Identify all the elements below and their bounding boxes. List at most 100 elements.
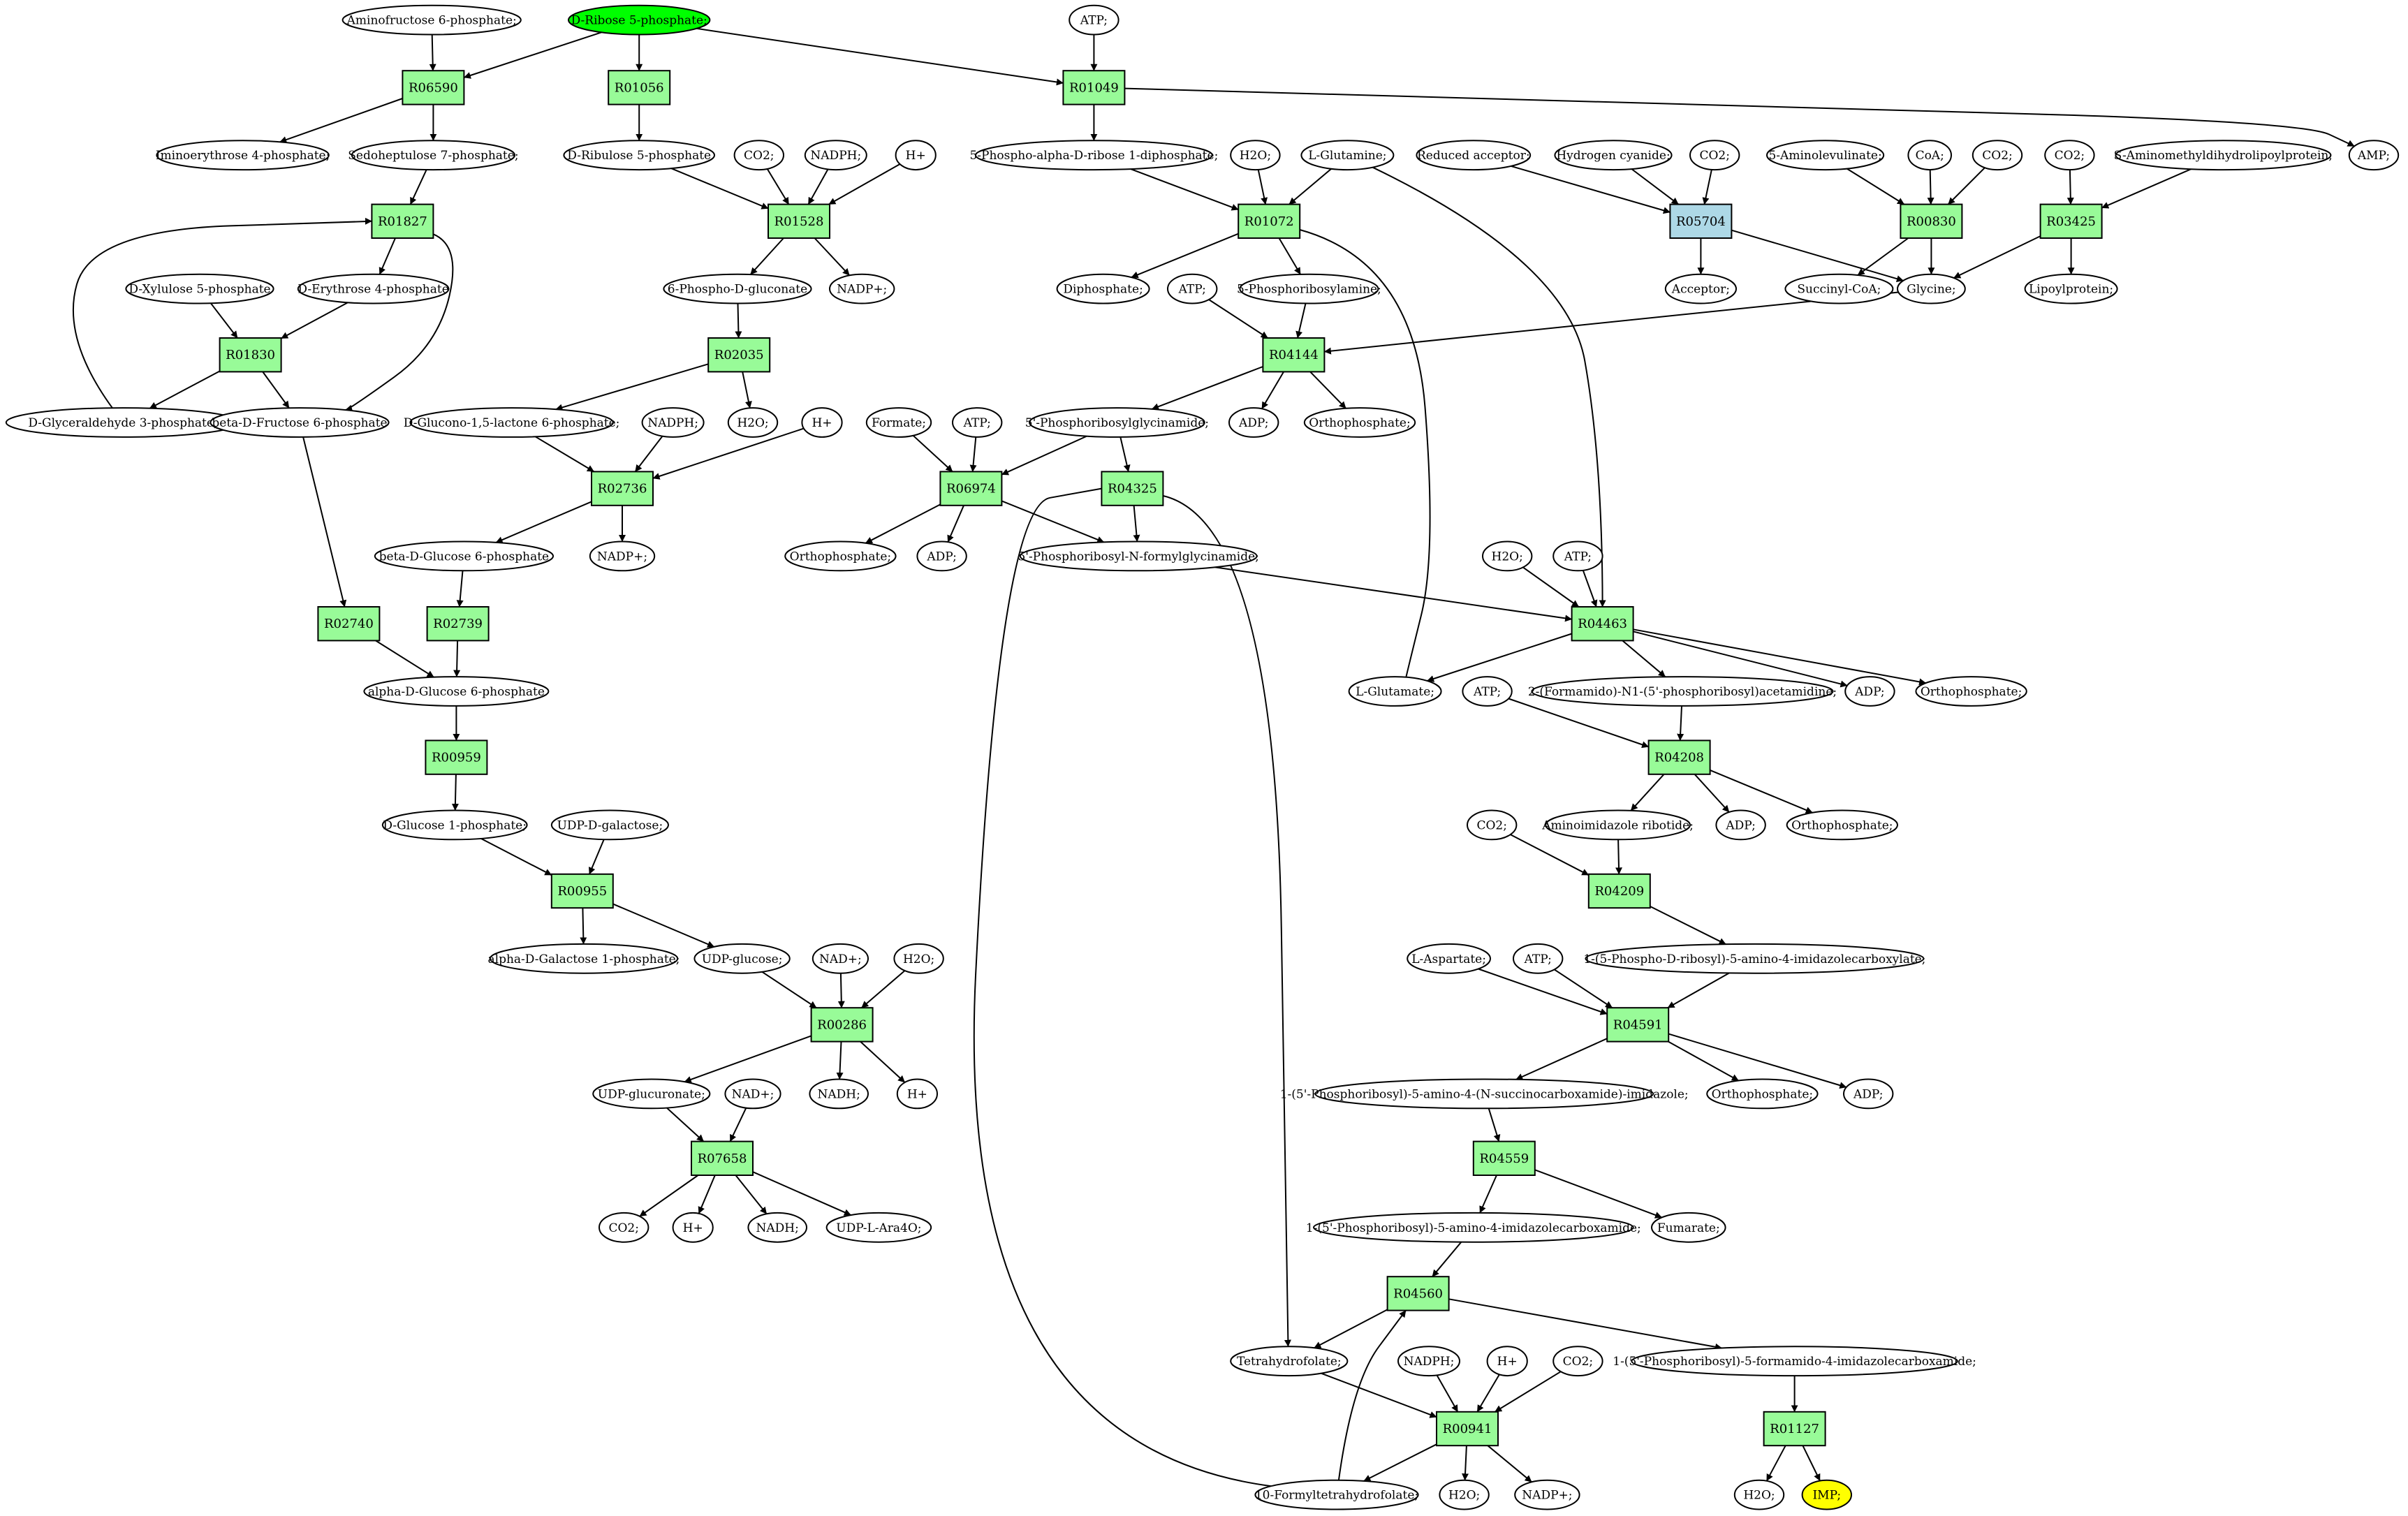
compound-node-imp[interactable]: IMP; <box>1801 1479 1853 1510</box>
compound-node-redacceptor[interactable]: Reduced acceptor; <box>1416 140 1532 171</box>
compound-node-udpgal[interactable]: UDP-D-galactose; <box>550 809 670 841</box>
compound-node-g1p[interactable]: D-Glucose 1-phosphate; <box>381 809 528 841</box>
reaction-node-r00830[interactable]: R00830 <box>1900 203 1963 240</box>
compound-node-hplus_e[interactable]: H+ <box>1486 1346 1528 1377</box>
reaction-node-r00955[interactable]: R00955 <box>550 873 614 909</box>
compound-node-nadh_b[interactable]: NADH; <box>747 1212 807 1243</box>
compound-node-hplus_a[interactable]: H+ <box>895 140 937 171</box>
compound-node-h2o_e[interactable]: H2O; <box>1439 1479 1490 1510</box>
compound-node-co2_g[interactable]: CO2; <box>1552 1346 1603 1377</box>
compound-node-nadph_b[interactable]: NADPH; <box>641 407 705 438</box>
compound-node-acceptor[interactable]: Acceptor; <box>1664 273 1737 304</box>
compound-node-lipoylprotein[interactable]: Lipoylprotein; <box>2024 273 2118 304</box>
compound-node-co2_d[interactable]: CO2; <box>2044 140 2095 171</box>
compound-node-nad_a[interactable]: NAD+; <box>812 943 869 974</box>
reaction-node-r04208[interactable]: R04208 <box>1647 739 1711 775</box>
compound-node-coa[interactable]: CoA; <box>1907 140 1952 171</box>
compound-node-adp_d[interactable]: ADP; <box>1715 809 1766 841</box>
compound-node-atp1[interactable]: ATP; <box>1069 4 1119 36</box>
reaction-node-r04325[interactable]: R04325 <box>1101 471 1164 506</box>
compound-node-glutamate[interactable]: L-Glutamate; <box>1348 676 1442 707</box>
compound-node-thf[interactable]: Tetrahydrofolate; <box>1230 1346 1349 1377</box>
compound-node-pi_e[interactable]: Orthophosphate; <box>1706 1078 1819 1110</box>
compound-node-udpara4o[interactable]: UDP-L-Ara4O; <box>825 1212 932 1243</box>
compound-node-atp3[interactable]: ATP; <box>952 407 1003 438</box>
reaction-node-r02035[interactable]: R02035 <box>707 337 771 373</box>
compound-node-adp_e[interactable]: ADP; <box>1843 1078 1894 1110</box>
compound-node-air[interactable]: Aminoimidazole ribotide; <box>1541 809 1694 841</box>
compound-node-xylulose5p[interactable]: D-Xylulose 5-phosphate <box>125 273 274 304</box>
reaction-node-r00286[interactable]: R00286 <box>810 1007 874 1043</box>
compound-node-prpp[interactable]: 5-Phospho-alpha-D-ribose 1-diphosphate; <box>969 140 1218 171</box>
compound-node-fgar[interactable]: 5'-Phosphoribosyl-N-formylglycinamide; <box>1018 540 1259 572</box>
compound-node-pi_b[interactable]: Orthophosphate; <box>784 540 897 572</box>
compound-node-fgam[interactable]: 2-(Formamido)-N1-(5'-phosphoribosyl)acet… <box>1528 676 1837 707</box>
compound-node-6pg[interactable]: 6-Phospho-D-gluconate <box>663 273 812 304</box>
compound-node-aspartate[interactable]: L-Aspartate; <box>1407 943 1492 974</box>
compound-node-ag6p[interactable]: alpha-D-Glucose 6-phosphate <box>363 676 550 707</box>
reaction-node-r04591[interactable]: R04591 <box>1606 1007 1670 1043</box>
compound-node-smdlp[interactable]: S-Aminomethyldihydrolipoylprotein; <box>2114 140 2333 171</box>
compound-node-h2o_f[interactable]: H2O; <box>1733 1479 1785 1510</box>
reaction-node-r06590[interactable]: R06590 <box>402 70 465 105</box>
compound-node-pra[interactable]: 5-Phosphoribosylamine; <box>1237 273 1381 304</box>
compound-node-udpglcua[interactable]: UDP-glucuronate; <box>592 1078 711 1110</box>
compound-node-nadp_a[interactable]: NADP+; <box>829 273 895 304</box>
compound-node-g3p[interactable]: D-Glyceraldehyde 3-phosphate; <box>5 407 241 438</box>
compound-node-formate[interactable]: Formate; <box>865 407 932 438</box>
reaction-node-r06974[interactable]: R06974 <box>939 471 1003 506</box>
reaction-node-r00941[interactable]: R00941 <box>1436 1411 1499 1447</box>
compound-node-h2o_c[interactable]: H2O; <box>1482 540 1533 572</box>
compound-node-h2o_d[interactable]: H2O; <box>893 943 944 974</box>
compound-node-atp2[interactable]: ATP; <box>1167 273 1218 304</box>
reaction-node-r01830[interactable]: R01830 <box>219 337 282 373</box>
compound-node-ribulose5p[interactable]: D-Ribulose 5-phosphate <box>563 140 716 171</box>
compound-node-h2o_b[interactable]: H2O; <box>727 407 779 438</box>
compound-node-hplus_b[interactable]: H+ <box>801 407 843 438</box>
compound-node-succoa[interactable]: Succinyl-CoA; <box>1784 273 1894 304</box>
reaction-node-r02736[interactable]: R02736 <box>591 471 654 506</box>
compound-node-aicar[interactable]: 1-(5'-Phosphoribosyl)-5-amino-4-imidazol… <box>1306 1212 1641 1243</box>
compound-node-co2_a[interactable]: CO2; <box>733 140 785 171</box>
compound-node-udpglc[interactable]: UDP-glucose; <box>693 943 791 974</box>
compound-node-diphosphate[interactable]: Diphosphate; <box>1056 273 1150 304</box>
compound-node-amp[interactable]: AMP; <box>2348 140 2400 171</box>
reaction-node-r05704[interactable]: R05704 <box>1669 203 1733 240</box>
reaction-node-r04560[interactable]: R04560 <box>1386 1276 1450 1311</box>
compound-node-h2o_a[interactable]: H2O; <box>1230 140 1281 171</box>
reaction-node-r02739[interactable]: R02739 <box>426 606 490 642</box>
compound-node-cair[interactable]: 1-(5-Phospho-D-ribosyl)-5-amino-4-imidaz… <box>1583 943 1925 974</box>
compound-node-pi_a[interactable]: Orthophosphate; <box>1303 407 1416 438</box>
reaction-node-r04144[interactable]: R04144 <box>1262 337 1326 373</box>
compound-node-f6p[interactable]: beta-D-Fructose 6-phosphate <box>210 407 390 438</box>
compound-node-gluconolactone[interactable]: D-Glucono-1,5-lactone 6-phosphate; <box>404 407 620 438</box>
compound-node-co2_e[interactable]: CO2; <box>1467 809 1518 841</box>
reaction-node-r04463[interactable]: R04463 <box>1571 606 1634 642</box>
compound-node-faicar[interactable]: 1-(5'-Phosphoribosyl)-5-formamido-4-imid… <box>1613 1346 1976 1377</box>
compound-node-10fthf[interactable]: 10-Formyltetrahydrofolate; <box>1254 1479 1419 1510</box>
compound-node-adp_c[interactable]: ADP; <box>1844 676 1895 707</box>
compound-node-atp5[interactable]: ATP; <box>1462 676 1513 707</box>
compound-node-nad_b[interactable]: NAD+; <box>724 1078 781 1110</box>
reaction-node-r01827[interactable]: R01827 <box>371 203 434 240</box>
reaction-node-r01072[interactable]: R01072 <box>1238 203 1301 240</box>
reaction-node-r03425[interactable]: R03425 <box>2039 203 2103 240</box>
compound-node-gar[interactable]: 5'-Phosphoribosylglycinamide; <box>1025 407 1209 438</box>
reaction-node-r01528[interactable]: R01528 <box>768 203 830 240</box>
compound-node-aminofructose[interactable]: Aminofructose 6-phosphate; <box>342 4 522 36</box>
reaction-node-r00959[interactable]: R00959 <box>425 739 488 775</box>
compound-node-hplus_c[interactable]: H+ <box>896 1078 939 1110</box>
compound-node-co2_c[interactable]: CO2; <box>1972 140 2023 171</box>
reaction-node-r04559[interactable]: R04559 <box>1472 1140 1536 1176</box>
compound-node-glutamine[interactable]: L-Glutamine; <box>1300 140 1395 171</box>
compound-node-nadp_c[interactable]: NADP+; <box>1514 1479 1580 1510</box>
compound-node-nadph_c[interactable]: NADPH; <box>1397 1346 1460 1377</box>
compound-node-pi_d[interactable]: Orthophosphate; <box>1786 809 1899 841</box>
reaction-node-r01049[interactable]: R01049 <box>1062 70 1126 105</box>
compound-node-co2_f[interactable]: CO2; <box>599 1212 649 1243</box>
compound-node-erythrose4p[interactable]: D-Erythrose 4-phosphate <box>297 273 450 304</box>
compound-node-iminoerythrose[interactable]: Iminoerythrose 4-phosphate; <box>156 140 330 171</box>
reaction-node-r04209[interactable]: R04209 <box>1587 873 1651 909</box>
compound-node-sedoheptulose[interactable]: Sedoheptulose 7-phosphate; <box>348 140 519 171</box>
compound-node-ala[interactable]: 5-Aminolevulinate; <box>1766 140 1885 171</box>
